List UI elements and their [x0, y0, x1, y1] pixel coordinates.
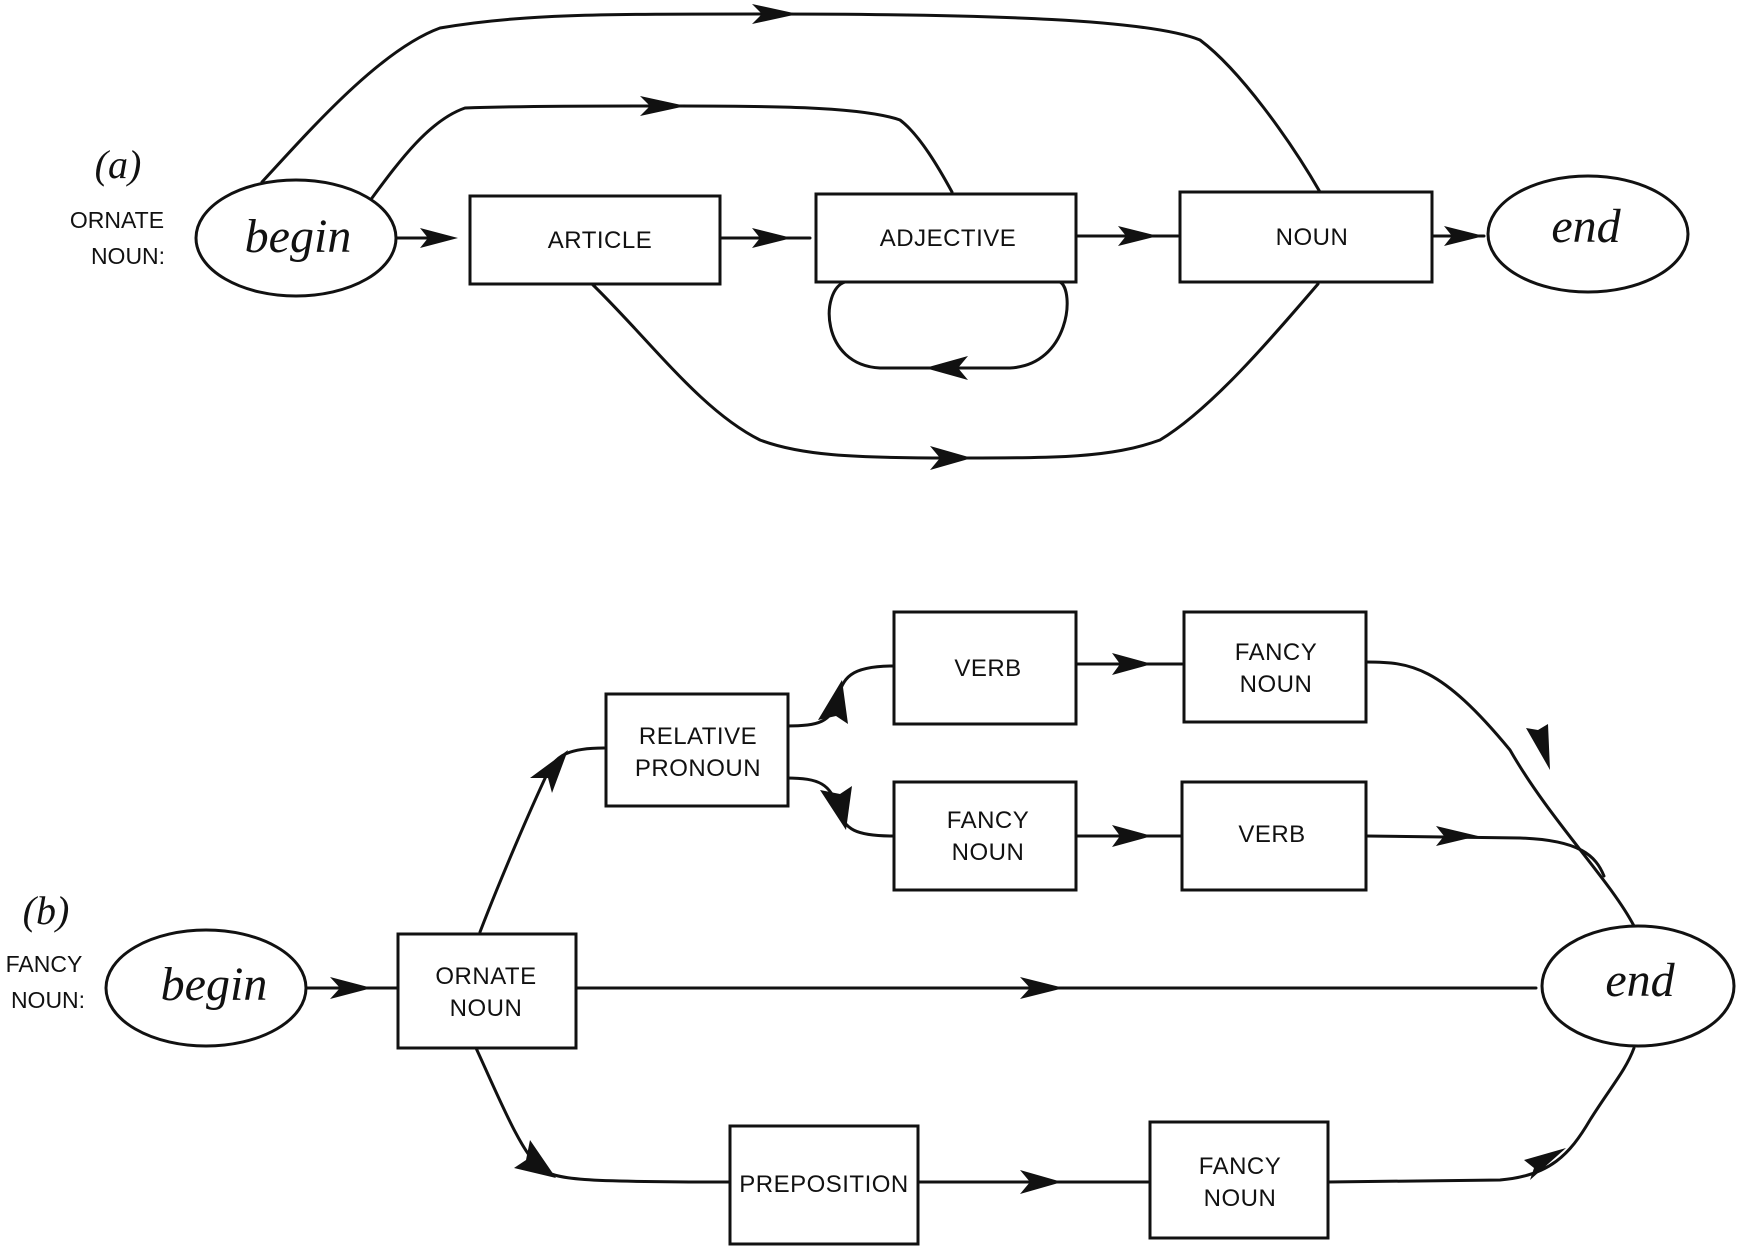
- arrow-adjective-loop: [925, 356, 968, 380]
- edge-b-fancynoun-top-end: [1364, 660, 1636, 928]
- node-a-begin: [194, 178, 398, 298]
- arrow-b-preposition-fancynoun: [1020, 1170, 1062, 1194]
- node-b-preposition-label: PREPOSITION: [739, 1171, 909, 1198]
- node-b-relative-pronoun-line2: PRONOUN: [635, 755, 761, 782]
- node-b-verb-top: [892, 610, 1078, 726]
- panel-a-label: (a): [95, 142, 142, 187]
- arrow-b-relpronoun-verb: [818, 680, 848, 724]
- node-b-verb-mid: [1180, 780, 1368, 892]
- edge-adjective-loop: [827, 280, 1069, 370]
- panel-b: (b) FANCY NOUN: begin ORNATE: [6, 610, 1736, 1246]
- edge-b-fancynoun-bot-end: [1326, 1046, 1636, 1184]
- arrow-top: [752, 4, 798, 24]
- node-b-verb-top-label: VERB: [954, 655, 1021, 682]
- arrow-b-ornate-preposition: [514, 1140, 556, 1178]
- node-a-adjective: [814, 192, 1078, 284]
- node-b-fancy-noun-mid: [892, 780, 1078, 892]
- node-b-fancy-noun-mid-line1: FANCY: [947, 807, 1030, 834]
- node-a-article-label: ARTICLE: [548, 227, 652, 254]
- panel-b-title-line1: FANCY: [6, 951, 83, 977]
- node-b-fancy-noun-top-line2: NOUN: [1240, 671, 1313, 698]
- panel-a-title-line2: NOUN:: [91, 243, 165, 269]
- panel-b-label: (b): [23, 888, 70, 933]
- node-b-verb-mid-label: VERB: [1238, 821, 1305, 848]
- arrow-b-fancynoun-top-end: [1526, 724, 1550, 770]
- arrow-noun-end: [1444, 226, 1484, 246]
- node-b-fancy-noun-mid-line2: NOUN: [952, 839, 1025, 866]
- node-a-noun-label: NOUN: [1276, 224, 1349, 251]
- node-b-end: [1540, 924, 1736, 1048]
- panel-a: (a) ORNATE NOUN: begin ARTICLE ADJECTIVE…: [70, 4, 1690, 470]
- node-b-ornate-noun-line1: ORNATE: [435, 963, 536, 990]
- node-a-end-label: end: [1551, 200, 1621, 253]
- arrow-bottom: [930, 446, 972, 470]
- node-b-relative-pronoun-line1: RELATIVE: [639, 723, 757, 750]
- arrow-b-fancynoun-bot-end: [1524, 1148, 1566, 1180]
- edge-b-ornate-relpronoun: [478, 746, 606, 934]
- edge-begin-to-noun: [370, 104, 954, 200]
- node-b-begin: [104, 928, 308, 1048]
- edge-begin-to-end-top: [260, 12, 1322, 194]
- arrow-b-relpronoun-fancynoun: [820, 786, 852, 830]
- arrow-b-begin-ornate: [330, 977, 372, 999]
- node-a-begin-label: begin: [245, 210, 352, 263]
- arrow-begin-article: [420, 228, 458, 248]
- arrow-second: [640, 96, 686, 116]
- arrow-b-verb-fancynoun: [1112, 653, 1152, 675]
- arrow-b-ornate-end: [1020, 977, 1064, 999]
- node-b-fancy-noun-bot-line2: NOUN: [1204, 1185, 1277, 1212]
- edge-b-ornate-preposition: [474, 1046, 732, 1184]
- edge-b-verb-mid-end: [1364, 834, 1606, 878]
- node-b-preposition: [728, 1124, 920, 1246]
- node-a-end: [1486, 174, 1690, 294]
- node-b-ornate-noun: [396, 932, 578, 1050]
- node-b-fancy-noun-top-line1: FANCY: [1235, 639, 1318, 666]
- arrow-adjective-noun: [1118, 226, 1158, 246]
- arrow-b-ornate-relpronoun: [530, 750, 568, 793]
- node-b-ornate-noun-line2: NOUN: [450, 995, 523, 1022]
- node-b-fancy-noun-top: [1182, 610, 1368, 724]
- node-a-adjective-label: ADJECTIVE: [880, 225, 1017, 252]
- node-b-relative-pronoun: [604, 692, 790, 808]
- arrow-b-fancynoun-verb: [1112, 825, 1152, 847]
- arrow-article-adjective: [752, 228, 792, 248]
- node-b-fancy-noun-bot-line1: FANCY: [1199, 1153, 1282, 1180]
- node-a-noun: [1178, 190, 1434, 284]
- node-b-end-label: end: [1605, 954, 1675, 1007]
- node-b-begin-label: begin: [161, 958, 268, 1011]
- panel-b-title-line2: NOUN:: [11, 987, 85, 1013]
- node-b-fancy-noun-bot: [1148, 1120, 1330, 1240]
- node-a-article: [468, 194, 722, 286]
- arrow-b-verb-mid-end: [1436, 826, 1478, 846]
- panel-a-title-line1: ORNATE: [70, 207, 164, 233]
